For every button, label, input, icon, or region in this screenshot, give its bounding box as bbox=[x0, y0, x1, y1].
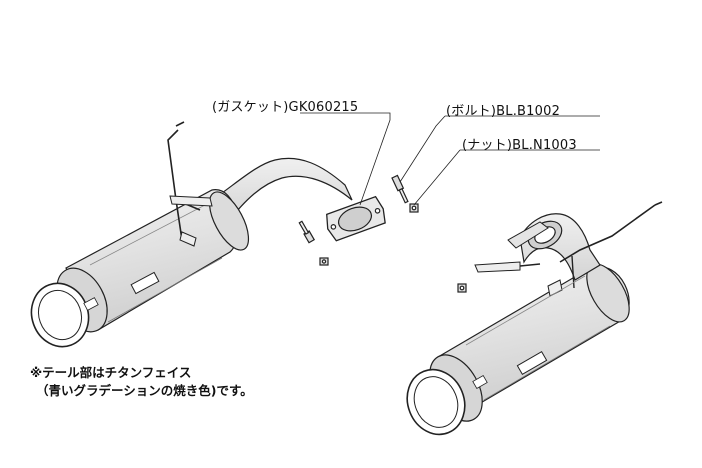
right-tail-tip-inner bbox=[413, 376, 459, 428]
right-flange bbox=[507, 221, 549, 249]
right-nut bbox=[457, 283, 467, 293]
left-muffler-end-cap bbox=[208, 191, 250, 251]
gasket-label: (ガスケット)GK060215 bbox=[212, 100, 359, 115]
left-nut bbox=[319, 257, 329, 266]
right-hanger-rod bbox=[559, 201, 663, 263]
left-bolt bbox=[298, 220, 316, 244]
right-hanger-bracket bbox=[474, 261, 521, 273]
bolt-leader bbox=[399, 115, 600, 183]
right-logo-badge bbox=[516, 350, 548, 376]
left-flange bbox=[326, 195, 386, 242]
left-tail-tip-inner bbox=[37, 289, 83, 341]
left-exhaust-assembly bbox=[30, 121, 419, 348]
nut-leader bbox=[413, 149, 600, 206]
left-inlet-pipe bbox=[203, 157, 353, 223]
callout-leaders bbox=[300, 112, 600, 206]
titanium-note-line1: ※テール部はチタンフェイス bbox=[30, 365, 192, 380]
right-exhaust-assembly bbox=[406, 201, 663, 436]
callout-bolt-part bbox=[391, 174, 409, 204]
titanium-note-line2: （青いグラデーションの焼き色)です。 bbox=[36, 383, 253, 398]
nut-label: (ナット)BL.N1003 bbox=[462, 138, 577, 153]
left-logo-badge bbox=[130, 271, 160, 295]
bolt-label: (ボルト)BL.B1002 bbox=[446, 104, 561, 119]
callout-nut-part bbox=[409, 203, 419, 213]
gasket-leader bbox=[300, 112, 391, 206]
